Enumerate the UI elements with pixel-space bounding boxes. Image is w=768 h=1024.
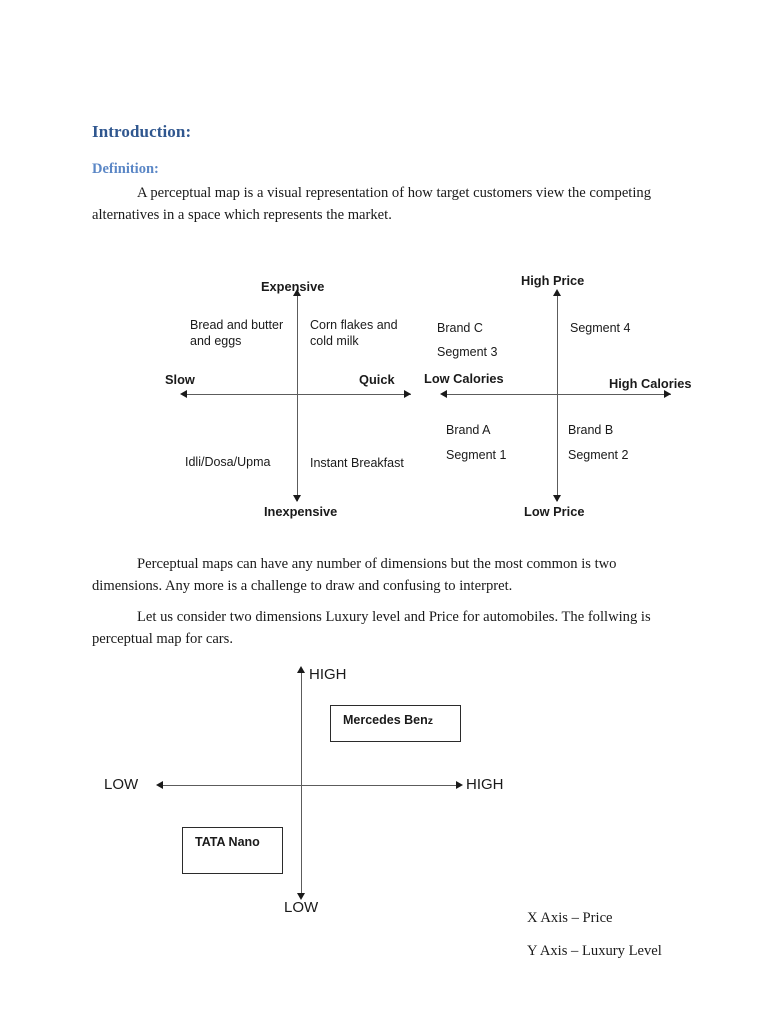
perceptual-map-breakfast: Expensive Inexpensive Slow Quick Bread a… bbox=[0, 0, 440, 540]
horizontal-axis-line bbox=[162, 785, 460, 786]
axis-label-bottom: Inexpensive bbox=[264, 504, 338, 519]
axis-label-top: Expensive bbox=[261, 279, 325, 294]
legend-x-axis: X Axis – Price bbox=[527, 910, 613, 926]
quadrant-line: and eggs bbox=[190, 334, 242, 348]
paragraph-dimensions: Perceptual maps can have any number of d… bbox=[92, 556, 617, 594]
quadrant-line: cold milk bbox=[310, 334, 359, 348]
axis-label-top: HIGH bbox=[309, 666, 347, 683]
quadrant-label-bottom-right-line1: Brand B bbox=[568, 423, 614, 437]
quadrant-line: Corn flakes and bbox=[310, 318, 398, 332]
axis-arrow-down-icon bbox=[553, 495, 561, 502]
paragraph-automobiles: Let us consider two dimensions Luxury le… bbox=[92, 609, 651, 647]
axis-label-left: LOW bbox=[104, 776, 139, 793]
vertical-axis-line bbox=[297, 295, 298, 501]
axis-label-top: High Price bbox=[521, 273, 585, 288]
quadrant-line: Bread and butter bbox=[190, 318, 284, 332]
quadrant-label-bottom-left: Idli/Dosa/Upma bbox=[185, 455, 271, 469]
axis-label-right: High Calories bbox=[609, 376, 692, 391]
axis-arrow-down-icon bbox=[293, 495, 301, 502]
axis-arrow-right-icon bbox=[664, 390, 671, 398]
axis-arrow-up-icon bbox=[297, 666, 305, 673]
heading-definition: Definition: bbox=[92, 161, 159, 177]
axis-label-left: Low Calories bbox=[424, 371, 504, 386]
quadrant-label-bottom-right: Instant Breakfast bbox=[310, 456, 404, 470]
quadrant-label-top-right: Corn flakes and cold milk bbox=[310, 317, 425, 349]
map-item-label-suffix: z bbox=[427, 715, 434, 727]
horizontal-axis-line bbox=[445, 394, 671, 395]
axis-arrow-left-icon bbox=[156, 781, 163, 789]
quadrant-label-top-left-line2: Segment 3 bbox=[437, 345, 498, 359]
quadrant-label-top-right-line1: Segment 4 bbox=[570, 321, 631, 335]
axis-label-bottom: LOW bbox=[284, 899, 319, 916]
axis-arrow-left-icon bbox=[180, 390, 187, 398]
axis-label-left: Slow bbox=[165, 372, 195, 387]
quadrant-label-bottom-right-line2: Segment 2 bbox=[568, 448, 629, 462]
axis-label-bottom: Low Price bbox=[524, 504, 585, 519]
quadrant-label-top-left: Bread and butter and eggs bbox=[190, 317, 300, 349]
perceptual-map-brands: High Price Low Price Low Calories High C… bbox=[424, 273, 692, 519]
axis-arrow-right-icon bbox=[404, 390, 411, 398]
horizontal-axis-line bbox=[185, 394, 411, 395]
map-item-label: TATA Nano bbox=[195, 835, 260, 849]
axis-arrow-up-icon bbox=[293, 289, 301, 296]
axis-arrow-right-icon bbox=[456, 781, 463, 789]
map-item-label: Mercedes Ben bbox=[343, 713, 428, 727]
paragraph-definition-body: A perceptual map is a visual representat… bbox=[92, 185, 652, 223]
map-item-box-mercedes-benz: Mercedes Benz bbox=[330, 705, 461, 742]
quadrant-label-bottom-left-line1: Brand A bbox=[446, 423, 491, 437]
quadrant-label-top-left-line1: Brand C bbox=[437, 321, 483, 335]
quadrant-label-bottom-left-line2: Segment 1 bbox=[446, 448, 507, 462]
map-item-box-tata-nano: TATA Nano bbox=[182, 827, 283, 874]
axis-arrow-down-icon bbox=[297, 893, 305, 900]
axis-label-right: HIGH bbox=[466, 776, 504, 793]
axis-label-right: Quick bbox=[359, 372, 395, 387]
axis-arrow-up-icon bbox=[553, 289, 561, 296]
axis-arrow-left-icon bbox=[440, 390, 447, 398]
legend-y-axis: Y Axis – Luxury Level bbox=[527, 943, 662, 959]
heading-introduction: Introduction: bbox=[92, 122, 192, 141]
vertical-axis-line bbox=[557, 295, 558, 501]
